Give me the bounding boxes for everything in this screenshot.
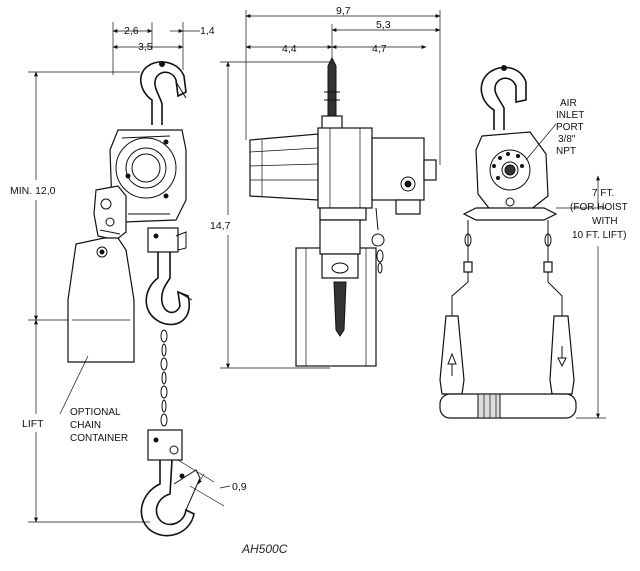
left-top-dimensions: 2,6 1,4 3,5 bbox=[112, 22, 215, 75]
mid-hook bbox=[145, 252, 193, 326]
dim-3-5: 3,5 bbox=[138, 41, 153, 53]
dim-min-12: MIN. 12,0 bbox=[10, 185, 56, 197]
side-gear-cluster bbox=[93, 185, 127, 241]
bottom-hook bbox=[140, 459, 201, 537]
model-caption: AH500C bbox=[241, 542, 288, 556]
dim-4-7: 4,7 bbox=[372, 43, 387, 55]
center-chain-container bbox=[295, 219, 377, 367]
right-hanger-bar bbox=[462, 207, 558, 221]
bottom-block bbox=[147, 429, 183, 461]
center-hanger bbox=[371, 207, 385, 274]
air-inlet-label: AIR INLET PORT 3/8" NPT bbox=[556, 98, 584, 157]
load-chain bbox=[160, 329, 168, 427]
right-side-view: AIR INLET PORT 3/8" NPT 7 FT. (FOR HOIST… bbox=[439, 65, 628, 419]
chain-guide-block bbox=[147, 227, 187, 253]
svg-text:PORT: PORT bbox=[556, 122, 584, 133]
center-top-hook bbox=[321, 56, 343, 131]
dim-2-6: 2,6 bbox=[124, 25, 139, 37]
svg-text:CHAIN: CHAIN bbox=[70, 420, 101, 431]
center-front-view: 9,7 5,3 4,4 4,7 14,7 bbox=[210, 5, 441, 369]
pendant-length-dimension bbox=[556, 175, 606, 419]
svg-text:10 FT. LIFT): 10 FT. LIFT) bbox=[572, 230, 626, 241]
dim-14-7: 14,7 bbox=[210, 220, 231, 232]
dim-lift: LIFT bbox=[22, 418, 44, 430]
dim-5-3: 5,3 bbox=[376, 19, 391, 31]
motor-body-side bbox=[109, 129, 187, 223]
right-top-hook bbox=[480, 65, 527, 130]
pendant-bottom-bar bbox=[439, 393, 577, 419]
pendant-handles bbox=[439, 315, 575, 395]
motor-body-front bbox=[249, 127, 437, 221]
svg-text:AIR: AIR bbox=[560, 98, 577, 109]
svg-text:INLET: INLET bbox=[556, 110, 584, 121]
lift-dimension: LIFT bbox=[22, 319, 150, 523]
svg-text:NPT: NPT bbox=[556, 146, 576, 157]
hook-throat-dimension: 0,9 bbox=[177, 459, 247, 507]
svg-text:CONTAINER: CONTAINER bbox=[70, 433, 128, 444]
min-height-dimension: MIN. 12,0 bbox=[10, 71, 140, 321]
svg-text:3/8": 3/8" bbox=[558, 134, 576, 145]
right-motor-body bbox=[475, 123, 557, 213]
center-top-dimensions: 9,7 5,3 4,4 4,7 bbox=[245, 5, 441, 165]
pendant-hoses bbox=[451, 220, 563, 316]
dim-4-4: 4,4 bbox=[282, 43, 297, 55]
container-label: OPTIONAL CHAIN CONTAINER bbox=[70, 407, 128, 444]
dim-1-4: 1,4 bbox=[200, 25, 215, 37]
dim-0-9: 0,9 bbox=[232, 481, 247, 493]
svg-text:7 FT.: 7 FT. bbox=[592, 188, 614, 199]
dim-9-7: 9,7 bbox=[336, 5, 351, 17]
svg-text:(FOR HOIST: (FOR HOIST bbox=[570, 202, 628, 213]
svg-text:WITH: WITH bbox=[592, 216, 618, 227]
pendant-length-label: 7 FT. (FOR HOIST WITH 10 FT. LIFT) bbox=[570, 188, 628, 241]
top-hook bbox=[140, 61, 187, 125]
left-side-view: 2,6 1,4 3,5 MIN. 12,0 LIFT bbox=[10, 22, 247, 537]
chain-container bbox=[59, 237, 135, 415]
svg-text:OPTIONAL: OPTIONAL bbox=[70, 407, 121, 418]
center-height-dimension: 14,7 bbox=[210, 61, 330, 369]
